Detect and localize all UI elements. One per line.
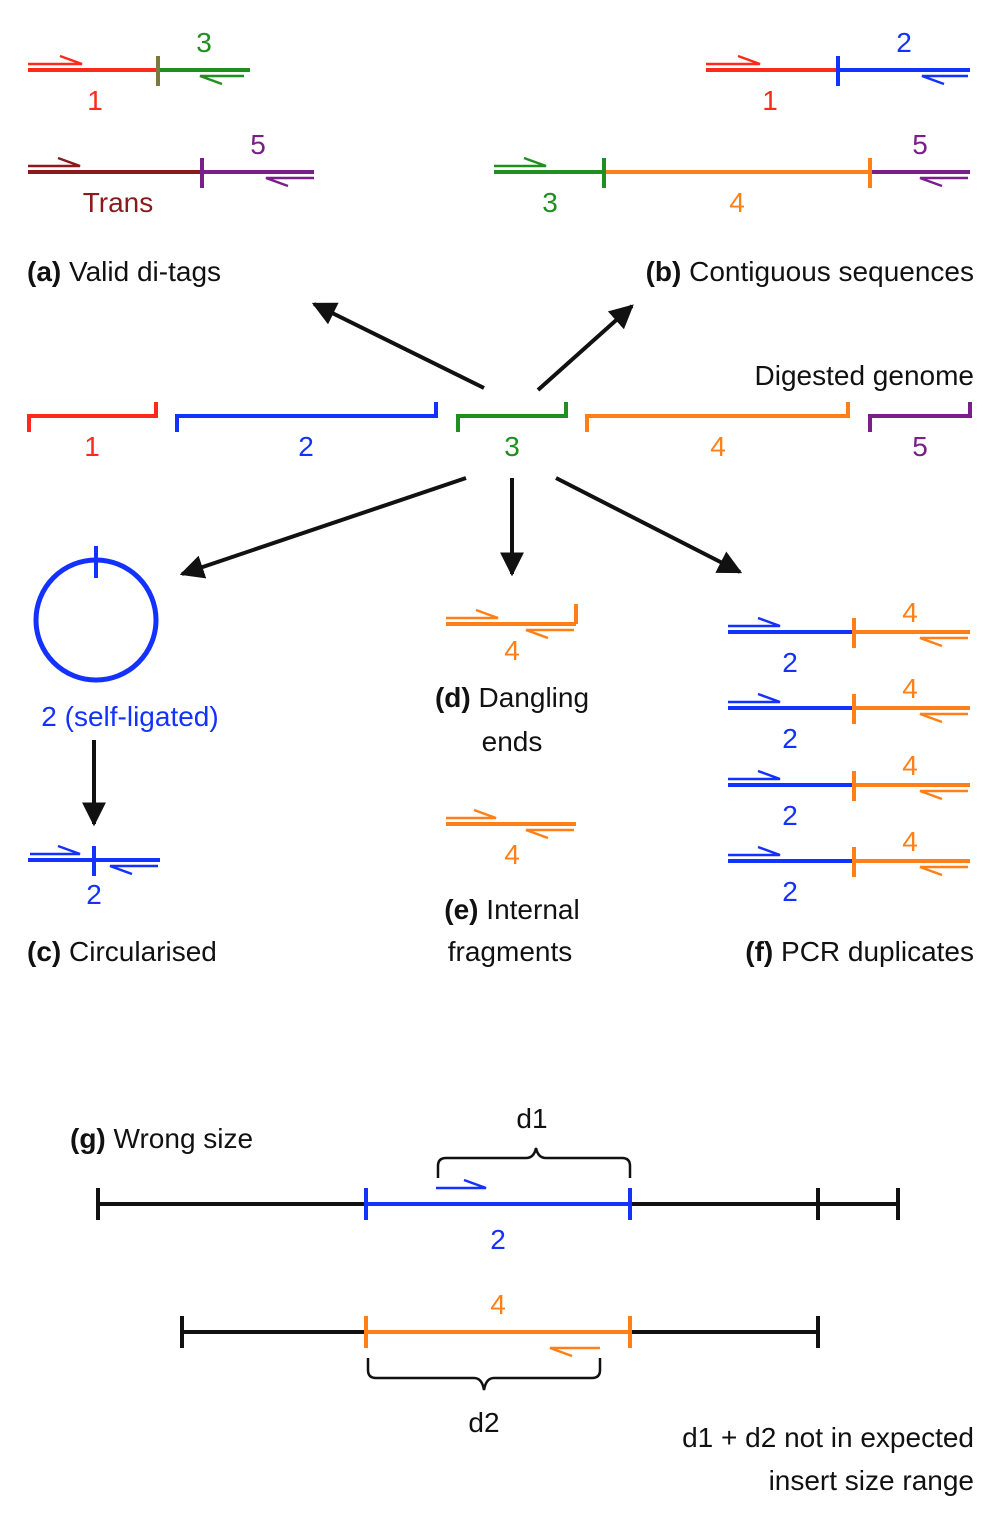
panel-e-letter: (e) bbox=[444, 894, 478, 925]
panel-f: 2 4 2 4 2 4 2 4 bbox=[728, 597, 974, 967]
frag-label-3: 3 bbox=[542, 187, 558, 218]
contig-1-2: 1 2 bbox=[706, 27, 970, 116]
frag-label-5: 5 bbox=[912, 129, 928, 160]
d2-label: d2 bbox=[468, 1407, 499, 1438]
wrong-size-note-line2: insert size range bbox=[769, 1465, 974, 1496]
genome-fragment-3 bbox=[456, 402, 568, 432]
arrow-to-f bbox=[555, 476, 743, 574]
frag-label-4: 4 bbox=[504, 635, 520, 666]
genome-fragment-1 bbox=[27, 402, 158, 432]
frag-label-4: 4 bbox=[902, 673, 918, 704]
frag-label-3: 3 bbox=[196, 27, 212, 58]
self-ligated-label: 2 (self-ligated) bbox=[41, 701, 218, 732]
pcr-duplicate-3: 2 4 bbox=[728, 750, 970, 831]
wrong-size-note-line1: d1 + d2 not in expected bbox=[682, 1422, 974, 1453]
frag-label-4: 4 bbox=[729, 187, 745, 218]
panel-d-title-line2: ends bbox=[482, 726, 543, 757]
panel-a-title: Valid di-tags bbox=[69, 256, 221, 287]
frag-label-4: 4 bbox=[902, 597, 918, 628]
panel-d-letter: (d) bbox=[435, 682, 471, 713]
panel-f-title: PCR duplicates bbox=[781, 936, 974, 967]
panel-c: 2 (self-ligated) 2 (c) Circularised bbox=[27, 546, 219, 967]
genome-title: Digested genome bbox=[755, 360, 974, 391]
frag-label-2: 2 bbox=[86, 879, 102, 910]
d1-label: d1 bbox=[516, 1103, 547, 1134]
panel-e-title-line2: fragments bbox=[448, 936, 573, 967]
arrow-to-b bbox=[536, 304, 634, 392]
frag-label-1: 1 bbox=[87, 85, 103, 116]
frag-label-4: 4 bbox=[902, 826, 918, 857]
circularised-read: 2 bbox=[28, 844, 160, 910]
genome-fragment-5 bbox=[868, 402, 972, 432]
panel-a-caption: (a) Valid di-tags bbox=[27, 256, 221, 287]
internal-read: 4 bbox=[446, 808, 576, 870]
pcr-duplicate-2: 2 4 bbox=[728, 673, 970, 754]
trans-label: Trans bbox=[83, 187, 154, 218]
flow-arrows bbox=[82, 302, 743, 827]
panel-f-letter: (f) bbox=[745, 936, 773, 967]
panel-a-letter: (a) bbox=[27, 256, 61, 287]
frag-label-2: 2 bbox=[782, 800, 798, 831]
d2-brace bbox=[366, 1358, 602, 1391]
frag-label-2: 2 bbox=[782, 876, 798, 907]
panel-e-caption: (e) Internal bbox=[444, 894, 579, 925]
frag-label-4: 4 bbox=[490, 1289, 506, 1320]
panel-e: 4 (e) Internal fragments bbox=[444, 808, 580, 967]
frag-label-4: 4 bbox=[504, 839, 520, 870]
panel-d-title-line1: Dangling bbox=[479, 682, 590, 713]
panel-g-title: Wrong size bbox=[114, 1123, 254, 1154]
frag-label-2: 2 bbox=[490, 1224, 506, 1255]
panel-c-title: Circularised bbox=[69, 936, 217, 967]
pcr-duplicate-4: 2 4 bbox=[728, 826, 970, 907]
panel-c-caption: (c) Circularised bbox=[27, 936, 217, 967]
panel-g-letter: (g) bbox=[70, 1123, 106, 1154]
genome-fragment-4 bbox=[585, 402, 850, 432]
ditag-1-3: 1 3 bbox=[28, 27, 250, 116]
panel-a: 1 3 Trans 5 (a) Valid di-tags bbox=[27, 27, 314, 287]
frag-label-2: 2 bbox=[782, 647, 798, 678]
panel-b-letter: (b) bbox=[646, 256, 682, 287]
arrow-to-a bbox=[311, 302, 485, 390]
frag-label-4: 4 bbox=[902, 750, 918, 781]
panel-d: 4 (d) Dangling ends bbox=[435, 604, 589, 757]
genome-label-2: 2 bbox=[298, 431, 314, 462]
panel-f-caption: (f) PCR duplicates bbox=[745, 936, 974, 967]
arrow-to-c bbox=[179, 476, 467, 579]
frag-label-5: 5 bbox=[250, 129, 266, 160]
wrong-size-bottom-line: 4 d2 bbox=[180, 1289, 820, 1438]
ditag-trans-5: Trans 5 bbox=[28, 129, 314, 218]
genome-label-5: 5 bbox=[912, 431, 928, 462]
panel-e-title-line1: Internal bbox=[486, 894, 579, 925]
contig-3-4-5: 3 4 5 bbox=[494, 129, 970, 218]
frag-label-1: 1 bbox=[762, 85, 778, 116]
panel-b-caption: (b) Contiguous sequences bbox=[646, 256, 974, 287]
panel-d-caption: (d) Dangling bbox=[435, 682, 589, 713]
genome-label-4: 4 bbox=[710, 431, 726, 462]
panel-c-letter: (c) bbox=[27, 936, 61, 967]
genome-fragment-2 bbox=[175, 402, 438, 432]
genome-label-3: 3 bbox=[504, 431, 520, 462]
panel-g: (g) Wrong size 2 d1 4 d2 bbox=[70, 1103, 974, 1496]
panel-g-caption: (g) Wrong size bbox=[70, 1123, 253, 1154]
frag-label-2: 2 bbox=[782, 723, 798, 754]
wrong-size-top-line: 2 d1 bbox=[96, 1103, 900, 1255]
frag-label-2: 2 bbox=[896, 27, 912, 58]
digested-genome: Digested genome 1 2 3 4 5 bbox=[27, 360, 974, 462]
pcr-duplicate-1: 2 4 bbox=[728, 597, 970, 678]
d1-brace bbox=[436, 1147, 632, 1178]
panel-b-title: Contiguous sequences bbox=[689, 256, 974, 287]
panel-b: 1 2 3 4 5 (b) Contiguous sequences bbox=[494, 27, 974, 287]
dangling-read: 4 bbox=[446, 604, 578, 666]
genome-label-1: 1 bbox=[84, 431, 100, 462]
